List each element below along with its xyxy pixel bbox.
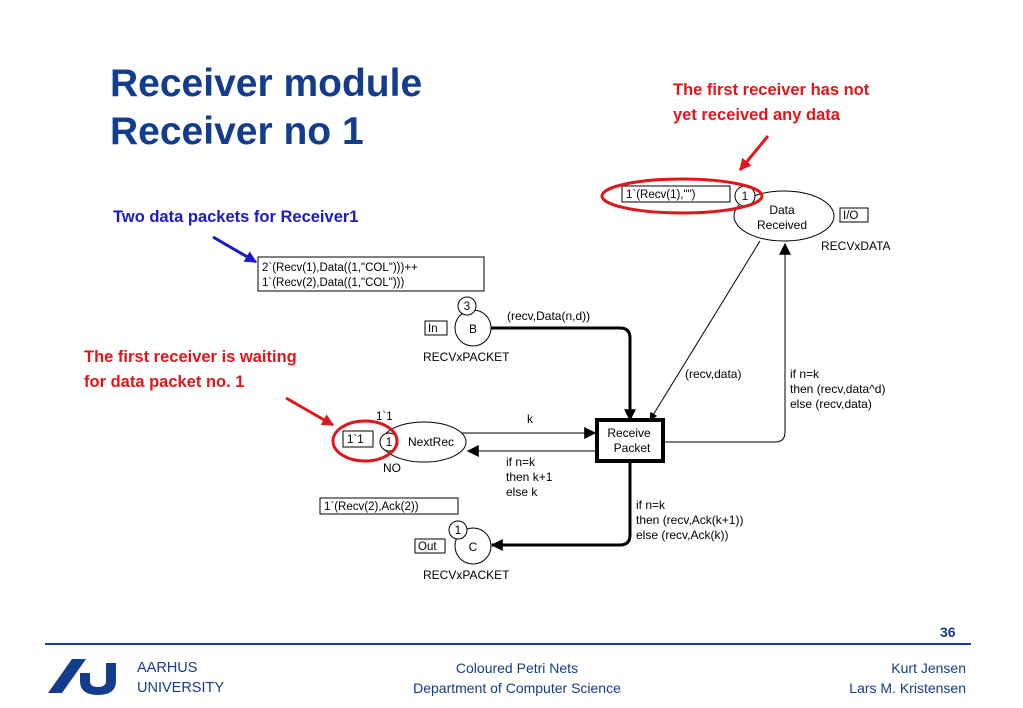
inscription-next-rec-to-receive: k [527, 412, 534, 426]
inscription-receive-to-c-3: else (recv,Ack(k)) [636, 528, 728, 542]
b-marking-line2: 1`(Recv(2),Data((1,"COL"))) [262, 277, 405, 289]
arc-data-received-to-receive [649, 240, 761, 421]
port-tag-out-label: Out [418, 541, 437, 553]
data-received-token-count: 1 [742, 191, 748, 203]
next-rec-marking: 1`1 [347, 434, 364, 446]
university-name: AARHUS UNIVERSITY [137, 658, 224, 698]
petri-net-diagram: Data Received 1`(Recv(1),"") 1 I/O RECVx… [212, 135, 891, 582]
annotation-waiting: The first receiver is waiting for data p… [84, 345, 297, 395]
place-data-received [733, 190, 835, 242]
annotation-not-received-line1: The first receiver has not [673, 81, 870, 99]
inscription-receive-to-data-received-3: else (recv,data) [790, 397, 872, 411]
c-token-count: 1 [455, 525, 461, 537]
port-tag-in-label: In [428, 323, 438, 335]
data-received-marking-box [621, 185, 731, 203]
b-type: RECVxPACKET [423, 350, 510, 364]
arc-b-to-receive [490, 326, 636, 422]
next-rec-token-count: 1 [386, 437, 392, 449]
arrow-to-data-received-marking [738, 135, 770, 171]
b-token-count: 3 [464, 301, 470, 313]
port-tag-in [424, 320, 448, 336]
arc-receive-to-c [490, 460, 632, 551]
highlight-next-rec-marking [331, 419, 399, 463]
c-type: RECVxPACKET [423, 568, 510, 582]
footer-center: Coloured Petri Nets Department of Comput… [400, 658, 634, 698]
annotation-not-received: The first receiver has not yet received … [673, 78, 869, 128]
next-rec-initial-marking: 1`1 [376, 411, 393, 423]
place-data-received-name2: Received [757, 218, 807, 232]
arrow-to-next-rec-marking [285, 396, 335, 427]
transition-receive-packet [595, 418, 665, 463]
inscription-receive-to-c-2: then (recv,Ack(k+1)) [636, 513, 743, 527]
slide-title-line1: Receiver module [110, 62, 423, 105]
inscription-b-to-receive: (recv,Data(n,d)) [507, 309, 590, 323]
b-marking-box [257, 256, 485, 292]
c-token-circle [448, 520, 468, 540]
slide-title: Receiver module Receiver no 1 [110, 60, 422, 156]
footer-course-title: Coloured Petri Nets [455, 660, 579, 676]
place-data-received-name1: Data [769, 203, 795, 217]
university-name-line2: UNIVERSITY [137, 680, 225, 696]
inscription-data-received-to-receive: (recv,data) [685, 367, 741, 381]
inscription-receive-to-c-1: if n=k [636, 498, 666, 512]
footer-authors: Kurt Jensen Lars M. Kristensen [780, 658, 966, 698]
place-b-name: B [469, 322, 477, 336]
port-tag-out [414, 538, 446, 554]
university-name-line1: AARHUS [137, 660, 198, 676]
place-next-rec-name: NextRec [408, 435, 454, 449]
c-marking-box [319, 497, 459, 515]
next-rec-marking-box [342, 430, 374, 448]
place-c-name: C [469, 540, 478, 554]
annotation-not-received-line2: yet received any data [673, 106, 840, 124]
data-received-marking: 1`(Recv(1),"") [626, 189, 696, 201]
annotation-waiting-line1: The first receiver is waiting [84, 348, 297, 366]
footer-department: Department of Computer Science [413, 680, 621, 696]
annotation-two-packets: Two data packets for Receiver1 [113, 208, 359, 226]
arrow-to-b-marking [212, 235, 258, 264]
footer-rule [45, 643, 971, 645]
arc-receive-to-data-received [665, 242, 791, 443]
highlight-data-received-marking [600, 177, 764, 215]
port-tag-io-label: I/O [843, 210, 858, 222]
inscription-receive-to-data-received-1: if n=k [790, 367, 820, 381]
page-number: 36 [940, 624, 956, 640]
aarhus-logo-icon [48, 659, 116, 695]
transition-name1: Receive [607, 426, 651, 440]
slide-title-line2: Receiver no 1 [110, 110, 364, 153]
inscription-receive-to-next-rec-3: else k [506, 485, 538, 499]
port-tag-io [839, 207, 869, 223]
c-marking: 1`(Recv(2),Ack(2)) [324, 501, 419, 513]
annotation-waiting-line2: for data packet no. 1 [84, 373, 245, 391]
data-received-type: RECVxDATA [821, 239, 891, 253]
footer-author-1: Kurt Jensen [891, 660, 966, 676]
footer-author-2: Lars M. Kristensen [849, 680, 966, 696]
transition-name2: Packet [614, 441, 651, 455]
inscription-receive-to-next-rec-2: then k+1 [506, 470, 553, 484]
inscription-receive-to-next-rec-1: if n=k [506, 455, 536, 469]
next-rec-type: NO [383, 461, 401, 475]
inscription-receive-to-data-received-2: then (recv,data^d) [790, 382, 885, 396]
b-token-circle [457, 296, 477, 316]
b-marking-line1: 2`(Recv(1),Data((1,"COL")))++ [262, 262, 418, 274]
